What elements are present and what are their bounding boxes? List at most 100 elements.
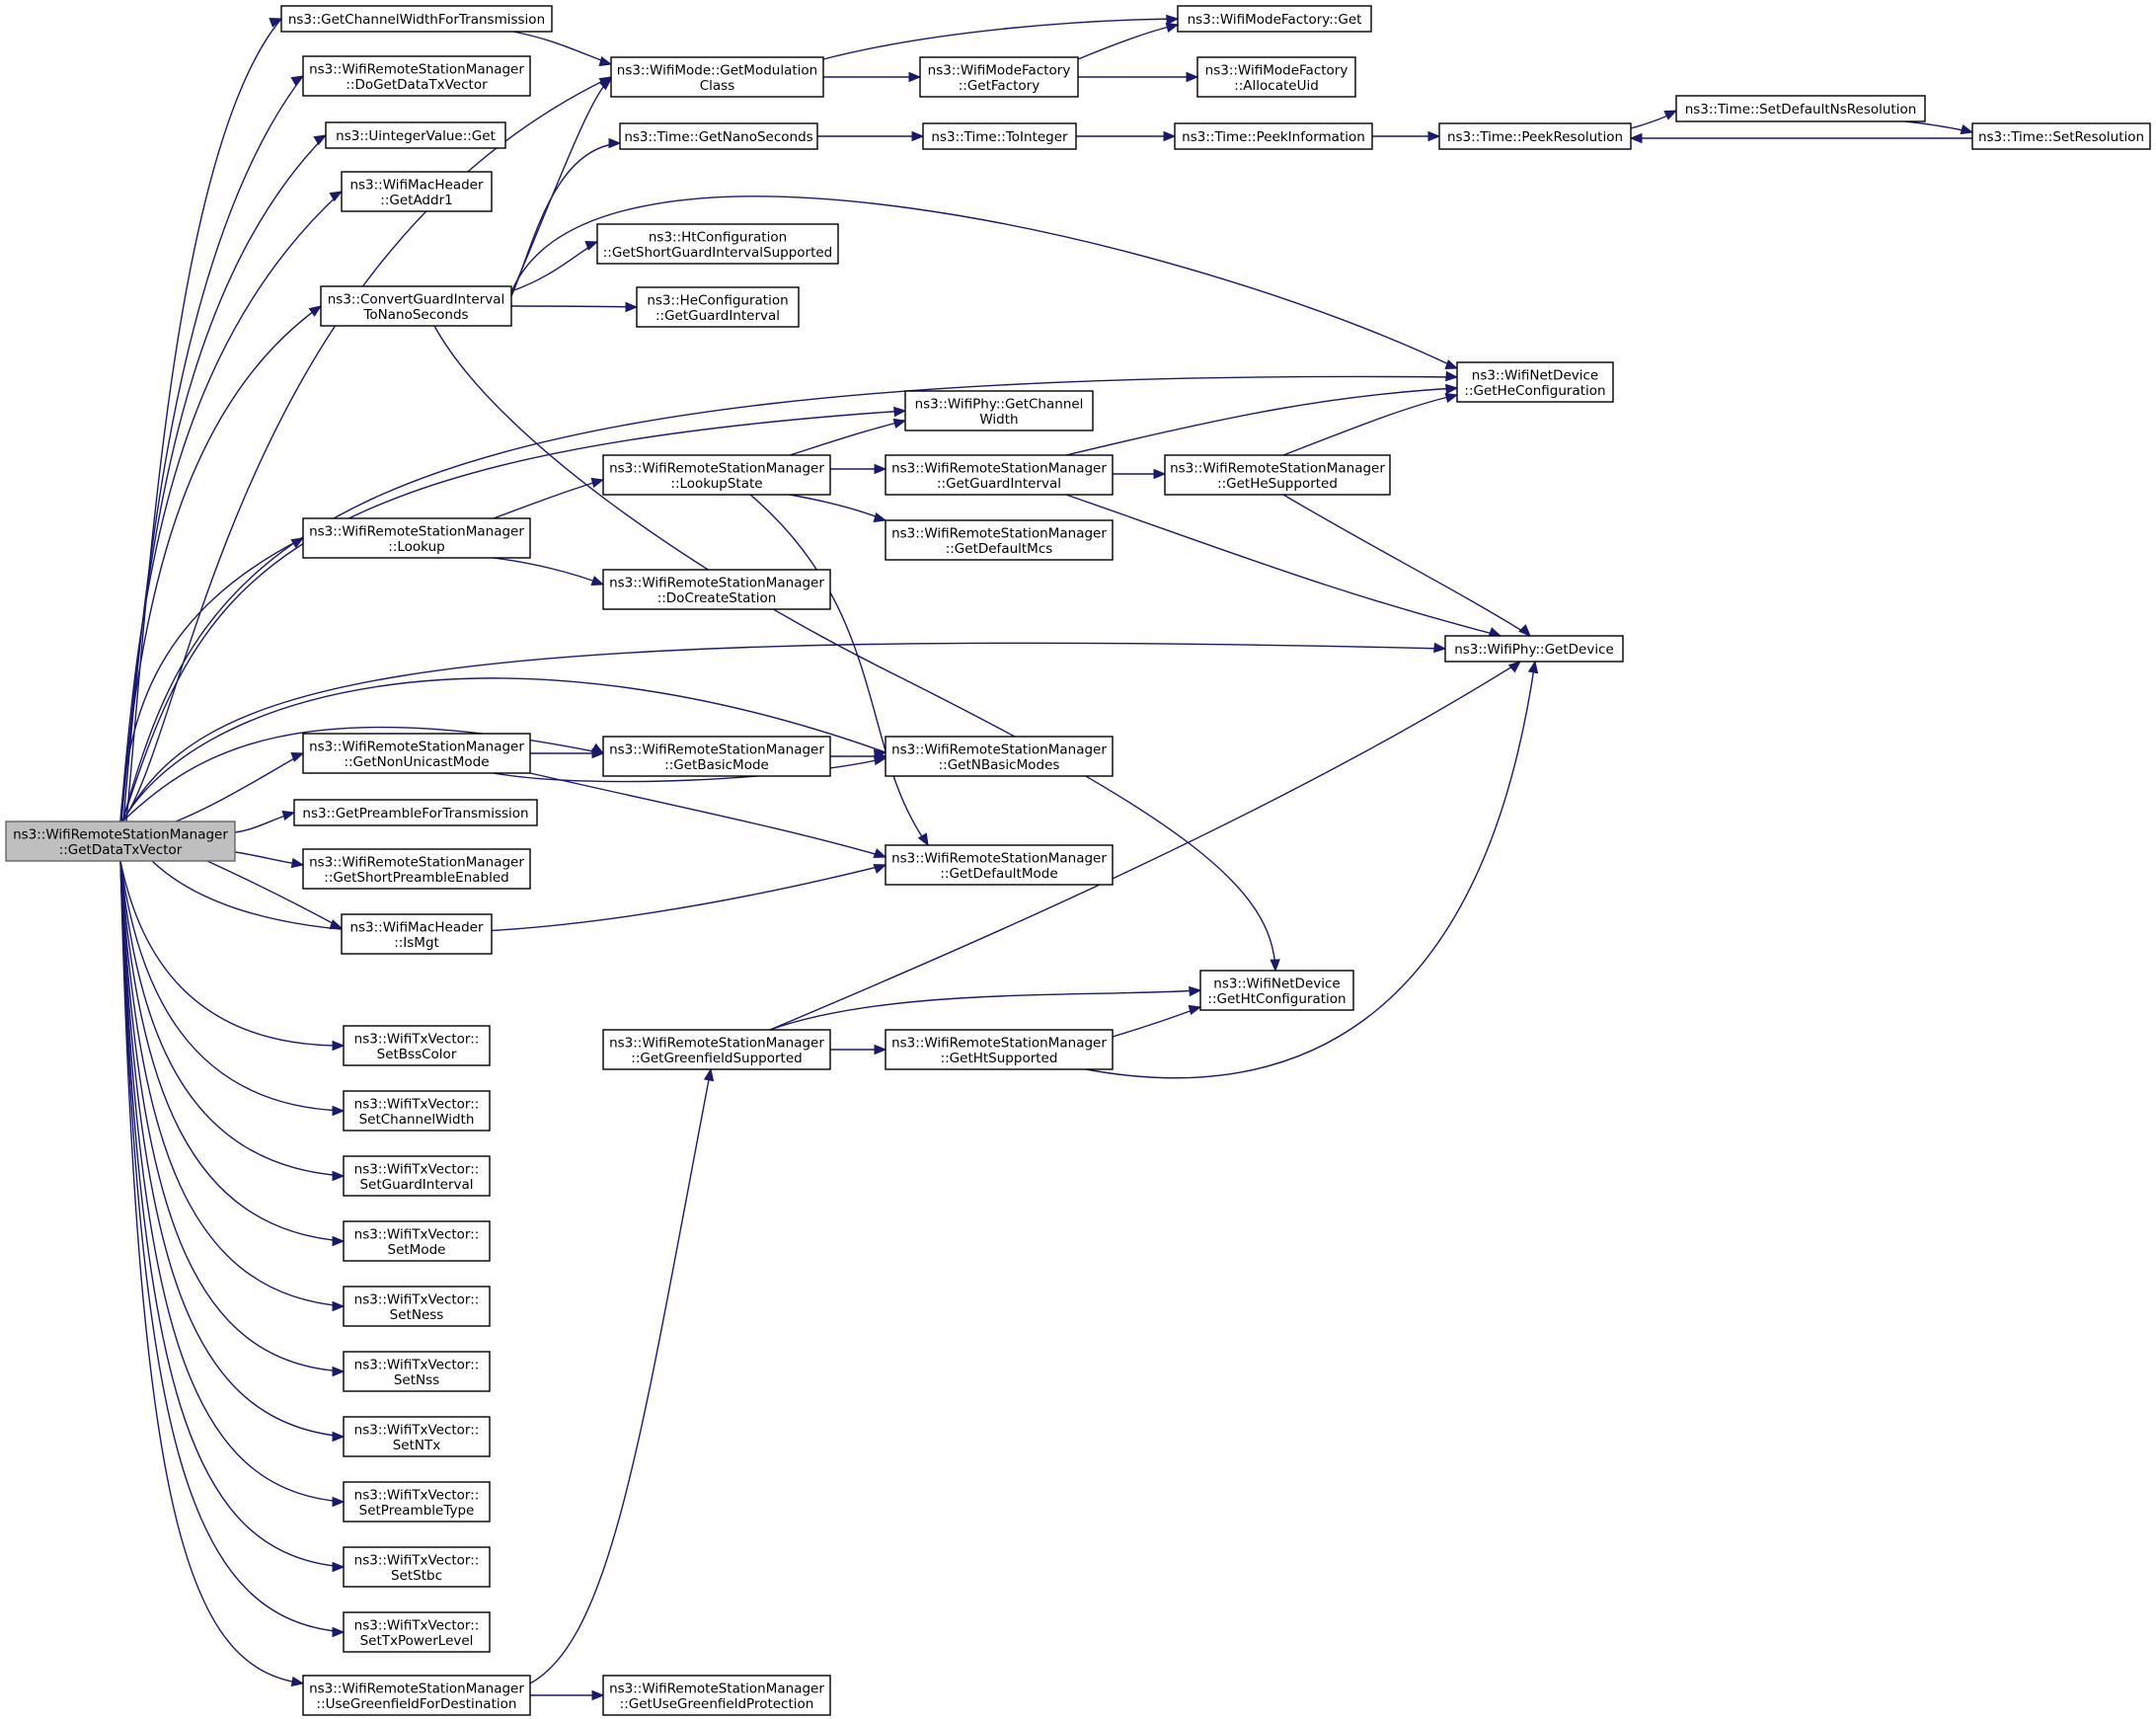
node-do-get-data-tx-vector[interactable]: ns3::WifiRemoteStationManager::DoGetData… [302,55,531,97]
node-get-default-mcs[interactable]: ns3::WifiRemoteStationManager::GetDefaul… [885,519,1114,561]
node-set-bss-color[interactable]: ns3::WifiTxVector::SetBssColor [343,1025,491,1066]
node-set-default-ns-resolution[interactable]: ns3::Time::SetDefaultNsResolution [1675,95,1926,122]
arrow-head-icon [892,418,907,430]
node-label: ::GetGuardInterval [655,308,780,324]
node-label: ns3::WifiTxVector:: [354,1422,480,1438]
node-get-n-basic-modes[interactable]: ns3::WifiRemoteStationManager::GetNBasic… [885,736,1114,777]
node-box [302,1675,531,1716]
node-phy-get-channel-width[interactable]: ns3::WifiPhy::GetChannelWidth [904,390,1094,431]
node-label: ns3::WifiRemoteStationManager [891,525,1107,541]
call-edge-line [749,494,929,846]
node-set-tx-power-level[interactable]: ns3::WifiTxVector::SetTxPowerLevel [343,1611,491,1653]
node-mode-factory-get[interactable]: ns3::WifiModeFactory::Get [1177,5,1372,33]
call-edge-line [119,860,345,1633]
call-edge [1112,1004,1202,1038]
call-edge [1282,392,1459,456]
call-edge-line [493,757,886,783]
arrow-head-icon [1445,383,1459,395]
node-get-basic-mode[interactable]: ns3::WifiRemoteStationManager::GetBasicM… [602,736,831,777]
node-phy-get-device[interactable]: ns3::WifiPhy::GetDevice [1444,635,1624,663]
node-set-mode[interactable]: ns3::WifiTxVector::SetMode [343,1220,491,1262]
node-set-n-tx[interactable]: ns3::WifiTxVector::SetNTx [343,1416,491,1457]
node-get-non-unicast-mode[interactable]: ns3::WifiRemoteStationManager::GetNonUni… [302,733,531,774]
node-get-default-mode[interactable]: ns3::WifiRemoteStationManager::GetDefaul… [885,844,1114,886]
arrow-head-icon [598,55,613,67]
arrow-head-icon [1165,22,1180,34]
node-label: ::GetShortGuardIntervalSupported [603,245,833,261]
arrow-head-icon [1427,130,1441,142]
node-get-ht-configuration[interactable]: ns3::WifiNetDevice::GetHtConfiguration [1199,970,1354,1011]
arrow-head-icon [1629,132,1643,144]
node-set-guard-interval[interactable]: ns3::WifiTxVector::SetGuardInterval [343,1155,491,1197]
node-box [919,56,1079,98]
node-time-to-integer[interactable]: ns3::Time::ToInteger [922,122,1077,150]
node-mode-factory-get-factory[interactable]: ns3::WifiModeFactory::GetFactory [919,56,1079,98]
node-get-short-preamble-enabled[interactable]: ns3::WifiRemoteStationManager::GetShortP… [302,848,531,890]
arrow-head-icon [590,576,605,586]
arrow-head-icon [1270,959,1280,973]
node-root[interactable]: ns3::WifiRemoteStationManager::GetDataTx… [5,820,236,862]
node-get-channel-width-for-tx[interactable]: ns3::GetChannelWidthForTransmission [280,5,553,33]
call-edge-line [1282,494,1531,637]
arrow-head-icon [329,919,344,929]
call-edge [510,78,613,295]
node-label: ::GetAddr1 [380,193,452,208]
node-label: ns3::WifiNetDevice [1472,367,1598,383]
call-edge-line [119,537,304,822]
node-set-ness[interactable]: ns3::WifiTxVector::SetNess [343,1286,491,1327]
node-he-get-guard-interval[interactable]: ns3::HeConfiguration::GetGuardInterval [636,286,800,328]
node-is-mgt[interactable]: ns3::WifiMacHeader::IsMgt [341,913,493,955]
node-box [619,122,818,150]
call-edge [789,418,907,456]
call-edge [493,477,605,519]
node-box [343,1546,491,1588]
node-set-preamble-type[interactable]: ns3::WifiTxVector::SetPreambleType [343,1481,491,1523]
node-box [302,733,531,774]
call-edge [510,241,599,292]
node-get-preamble-for-tx[interactable]: ns3::GetPreambleForTransmission [293,799,538,826]
arrow-head-icon [873,848,887,858]
call-edge [119,860,346,1182]
node-box [341,913,493,955]
node-set-channel-width[interactable]: ns3::WifiTxVector::SetChannelWidth [343,1090,491,1132]
node-get-greenfield-supported[interactable]: ns3::WifiRemoteStationManager::GetGreenf… [602,1029,831,1070]
node-get-use-greenfield-protection[interactable]: ns3::WifiRemoteStationManager::GetUseGre… [602,1675,831,1716]
arrow-head-icon [874,750,887,762]
arrow-head-icon [332,1366,346,1377]
node-label: ns3::WifiTxVector:: [354,1291,480,1307]
arrow-head-icon [908,71,922,83]
arrow-head-icon [290,1676,305,1687]
node-get-addr1[interactable]: ns3::WifiMacHeader::GetAddr1 [341,171,493,212]
node-do-create-station[interactable]: ns3::WifiRemoteStationManager::DoCreateS… [602,569,831,610]
call-edge-line [119,860,345,1047]
node-lookup[interactable]: ns3::WifiRemoteStationManager::Lookup [302,517,531,559]
node-label: Width [979,412,1018,428]
node-set-nss[interactable]: ns3::WifiTxVector::SetNss [343,1351,491,1392]
node-allocate-uid[interactable]: ns3::WifiModeFactory::AllocateUid [1196,56,1356,98]
node-get-he-supported[interactable]: ns3::WifiRemoteStationManager::GetHeSupp… [1164,454,1391,496]
node-box [341,171,493,212]
arrow-head-icon [1663,110,1678,120]
node-get-guard-interval[interactable]: ns3::WifiRemoteStationManager::GetGuardI… [885,454,1114,496]
node-label: ns3::WifiTxVector:: [354,1552,480,1568]
node-use-greenfield-for-dest[interactable]: ns3::WifiRemoteStationManager::UseGreenf… [302,1675,531,1716]
call-edge-line [119,860,345,1177]
node-uinteger-get[interactable]: ns3::UintegerValue::Get [325,121,506,149]
node-peek-information[interactable]: ns3::Time::PeekInformation [1174,122,1373,150]
node-box [885,1029,1114,1070]
call-edge-line [121,677,886,822]
node-set-resolution[interactable]: ns3::Time::SetResolution [1971,122,2151,150]
node-label: ::GetDefaultMcs [946,541,1053,557]
node-set-stbc[interactable]: ns3::WifiTxVector::SetStbc [343,1546,491,1588]
call-edge-line [122,75,304,822]
node-get-he-configuration[interactable]: ns3::WifiNetDevice::GetHeConfiguration [1456,361,1614,403]
node-ht-get-short-g-i[interactable]: ns3::HtConfiguration::GetShortGuardInter… [596,223,839,265]
node-peek-resolution[interactable]: ns3::Time::PeekResolution [1438,122,1632,150]
node-time-get-nano-seconds[interactable]: ns3::Time::GetNanoSeconds [619,122,818,150]
node-lookup-state[interactable]: ns3::WifiRemoteStationManager::LookupSta… [602,454,831,496]
node-get-ht-supported[interactable]: ns3::WifiRemoteStationManager::GetHtSupp… [885,1029,1114,1070]
arrow-head-icon [608,137,622,149]
call-edges [119,14,1974,1701]
